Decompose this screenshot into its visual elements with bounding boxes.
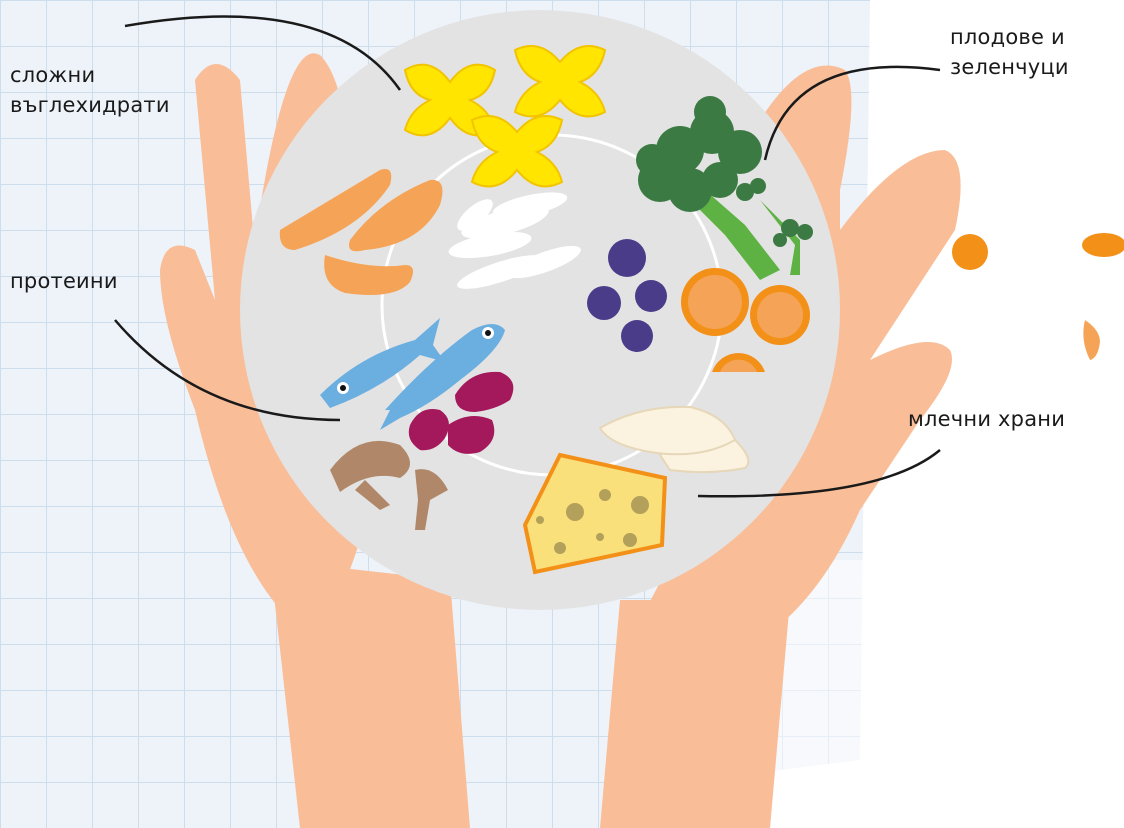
label-complex-carbs-line1: сложни	[10, 60, 170, 90]
label-fruits-vegetables-line1: плодове и	[950, 22, 1069, 52]
floating-fruit	[952, 233, 1124, 360]
label-dairy: млечни храни	[908, 404, 1065, 434]
label-fruits-vegetables: плодове и зеленчуци	[950, 22, 1069, 82]
label-complex-carbs-line2: въглехидрати	[10, 90, 170, 120]
label-dairy-text: млечни храни	[908, 404, 1065, 434]
label-proteins-text: протеини	[10, 266, 118, 296]
label-complex-carbs: сложни въглехидрати	[10, 60, 170, 120]
label-fruits-vegetables-line2: зеленчуци	[950, 52, 1069, 82]
label-proteins: протеини	[10, 266, 118, 296]
